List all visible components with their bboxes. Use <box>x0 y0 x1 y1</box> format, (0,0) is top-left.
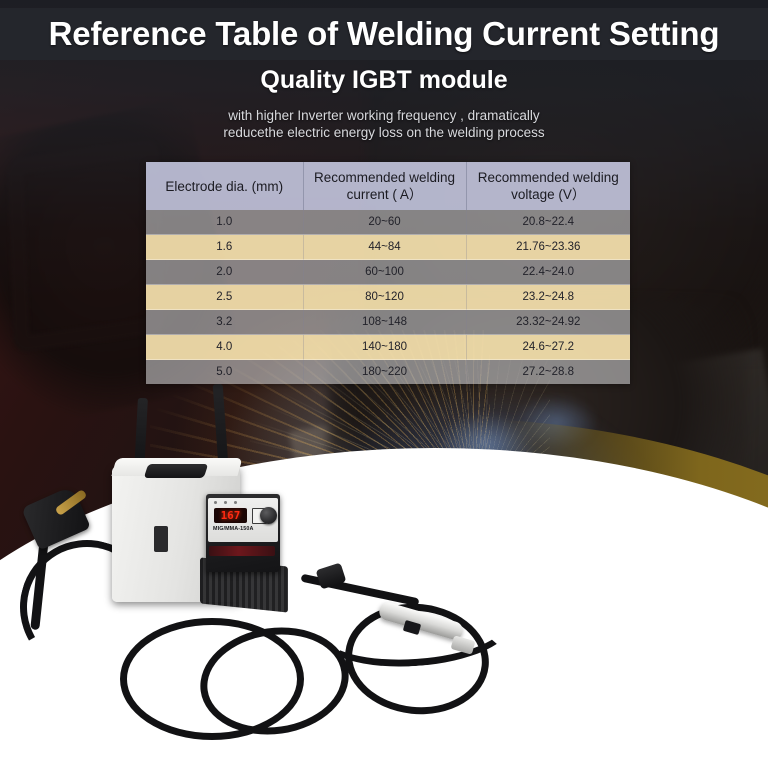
column-header-welding-voltage: Recommended welding voltage (V） <box>466 162 630 210</box>
subheading-block: Quality IGBT module with higher Inverter… <box>0 66 768 141</box>
cell-electrode-diameter: 5.0 <box>146 359 304 384</box>
cell-electrode-diameter: 1.6 <box>146 234 304 260</box>
status-led-alarm <box>224 501 227 504</box>
status-led-mode <box>234 501 237 504</box>
table-row: 4.0 140~180 24.6~27.2 <box>146 334 630 360</box>
current-display-value: 167 <box>220 509 241 522</box>
title-band: Reference Table of Welding Current Setti… <box>0 8 768 60</box>
cell-electrode-diameter: 1.0 <box>146 210 304 235</box>
table-row: 2.0 60~100 22.4~24.0 <box>146 259 630 285</box>
cell-welding-current: 108~148 <box>303 309 467 335</box>
cell-electrode-diameter: 2.5 <box>146 284 304 310</box>
current-display: 167 <box>214 508 247 523</box>
cell-welding-current: 60~100 <box>303 259 467 285</box>
table-row: 5.0 180~220 27.2~28.8 <box>146 359 630 384</box>
table-header-row: Electrode dia. (mm) Recommended welding … <box>146 162 630 210</box>
table-row: 3.2 108~148 23.32~24.92 <box>146 309 630 335</box>
table-body: 1.0 20~60 20.8~22.4 1.6 44~84 21.76~23.3… <box>146 210 630 384</box>
welding-machine: 167 MIG/MMA-150A <box>111 383 307 613</box>
subheading-line-2: reducethe electric energy loss on the we… <box>223 125 545 140</box>
power-cable-loop <box>120 618 304 740</box>
table-head: Electrode dia. (mm) Recommended welding … <box>146 162 630 210</box>
control-panel-face: 167 MIG/MMA-150A <box>208 498 278 542</box>
cell-welding-voltage: 21.76~23.36 <box>466 234 630 260</box>
machine-side-switch <box>154 526 168 552</box>
cell-welding-voltage: 22.4~24.0 <box>466 259 630 285</box>
page-title: Reference Table of Welding Current Setti… <box>48 15 720 52</box>
machine-carry-handle <box>143 464 209 478</box>
cell-welding-voltage: 23.32~24.92 <box>466 309 630 335</box>
status-led-group <box>214 501 237 504</box>
cell-electrode-diameter: 4.0 <box>146 334 304 360</box>
status-led-power <box>214 501 217 504</box>
current-adjust-knob[interactable] <box>260 507 277 524</box>
cell-welding-current: 80~120 <box>303 284 467 310</box>
cell-welding-current: 180~220 <box>303 359 467 384</box>
cell-welding-current: 20~60 <box>303 210 467 235</box>
machine-control-panel: 167 MIG/MMA-150A <box>206 494 280 572</box>
cell-welding-voltage: 20.8~22.4 <box>466 210 630 235</box>
table-row: 1.6 44~84 21.76~23.36 <box>146 234 630 260</box>
column-header-electrode-diameter: Electrode dia. (mm) <box>146 162 304 210</box>
cell-welding-voltage: 24.6~27.2 <box>466 334 630 360</box>
welding-reference-table: Electrode dia. (mm) Recommended welding … <box>146 162 630 384</box>
machine-model-label: MIG/MMA-150A <box>213 526 254 532</box>
subheading-line-1: with higher Inverter working frequency ,… <box>228 108 540 123</box>
table-row: 1.0 20~60 20.8~22.4 <box>146 210 630 235</box>
cell-welding-voltage: 23.2~24.8 <box>466 284 630 310</box>
subheading-title: Quality IGBT module <box>260 66 508 94</box>
cell-electrode-diameter: 2.0 <box>146 259 304 285</box>
cell-welding-current: 44~84 <box>303 234 467 260</box>
panel-brand-strip <box>209 546 275 556</box>
column-header-welding-current: Recommended welding current ( A） <box>303 162 467 210</box>
table-row: 2.5 80~120 23.2~24.8 <box>146 284 630 310</box>
cell-welding-current: 140~180 <box>303 334 467 360</box>
cell-electrode-diameter: 3.2 <box>146 309 304 335</box>
cell-welding-voltage: 27.2~28.8 <box>466 359 630 384</box>
